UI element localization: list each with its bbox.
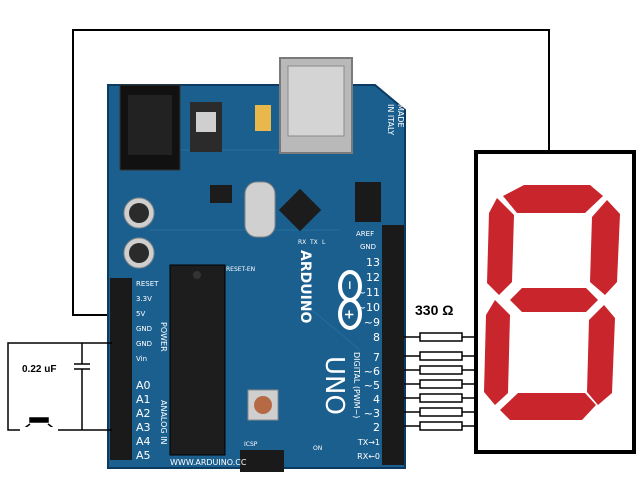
icsp-label: ICSP [244,441,258,448]
digital-pin: 4 [373,393,380,406]
resistor [419,407,463,417]
segment-d [500,393,596,420]
reset-circuit [7,342,112,431]
reset-en-label: RESET-EN [226,266,255,273]
model-label: UNO [319,356,349,415]
digital-pin: 7 [373,351,380,364]
rx-label: RX [298,239,306,246]
svg-text:+: + [341,309,356,320]
arduino-board: − + [107,57,406,472]
made-in-line-1: MADE [396,104,405,128]
analog-pin-labels: A0 A1 A2 A3 A4 A5 [136,379,151,462]
analog-pin: A2 [136,407,151,420]
power-header [110,278,132,378]
digital-pin: TX→1 [357,438,380,447]
digital-header [382,225,404,465]
digital-pin: ~9 [364,316,380,329]
resistor-label: 330 Ω [415,302,453,318]
icsp-header-top [355,182,381,222]
power-pin: Vin [136,355,147,363]
digital-pin: ~5 [364,379,380,392]
segment-f [487,198,514,295]
led-l-label: L [322,239,326,246]
gnd-pin: GND [360,243,376,251]
resistor [419,332,463,342]
resistor [419,351,463,361]
segment-b [590,200,620,295]
power-pin: 5V [136,310,145,318]
power-pin: 3.3V [136,295,152,303]
capacitor-label: 0.22 uF [22,364,56,375]
website-label: WWW.ARDUINO.CC [170,458,247,467]
brand-label: ARDUINO [297,250,313,324]
aref-pin: AREF [356,230,374,238]
microcontroller [169,264,226,456]
digital-pin: RX←0 [357,452,380,461]
power-pin-labels: RESET 3.3V 5V GND GND Vin [136,280,159,363]
common-wire [72,29,550,316]
digital-pin: ~10 [357,301,380,314]
digital-pin-labels: 13 12 ~11 ~10 ~9 8 7 ~6 ~5 4 ~3 2 TX→1 R… [357,256,380,461]
analog-pin: A0 [136,379,151,392]
power-pin: RESET [136,280,159,288]
digital-pin: 8 [373,331,380,344]
power-pin: GND [136,325,152,333]
segment-a [503,185,603,213]
digital-pin: 13 [366,256,380,269]
resistor [419,379,463,389]
segment-c [587,305,615,405]
analog-pin: A4 [136,435,151,448]
resistor-array [404,332,477,431]
digital-pin: 2 [373,421,380,434]
icsp-header-bottom [240,450,284,472]
digital-pin: ~3 [364,407,380,420]
analog-header-label: ANALOG IN [159,400,168,445]
digital-pin: ~6 [364,365,380,378]
power-header-label: POWER [159,322,168,352]
analog-pin: A3 [136,421,151,434]
power-pin: GND [136,340,152,348]
digital-header-label: DIGITAL (PWM~) [352,352,361,418]
seven-segment-display [474,150,636,454]
digital-pin: ~11 [357,286,380,299]
analog-pin: A5 [136,449,151,462]
segment-e [484,300,510,405]
digital-pin: 12 [366,271,380,284]
made-in-line-2: IN ITALY [386,104,395,135]
segment-g [510,288,598,312]
on-label: ON [313,445,322,452]
resistor [419,365,463,375]
resistor [419,393,463,403]
tx-label: TX [309,239,318,246]
resistor [419,421,463,431]
arduino-logo: − + [338,270,362,330]
svg-text:−: − [343,280,357,290]
reset-button [247,389,279,421]
analog-header [110,378,132,460]
reset-circuit-gap [20,427,58,433]
analog-pin: A1 [136,393,151,406]
